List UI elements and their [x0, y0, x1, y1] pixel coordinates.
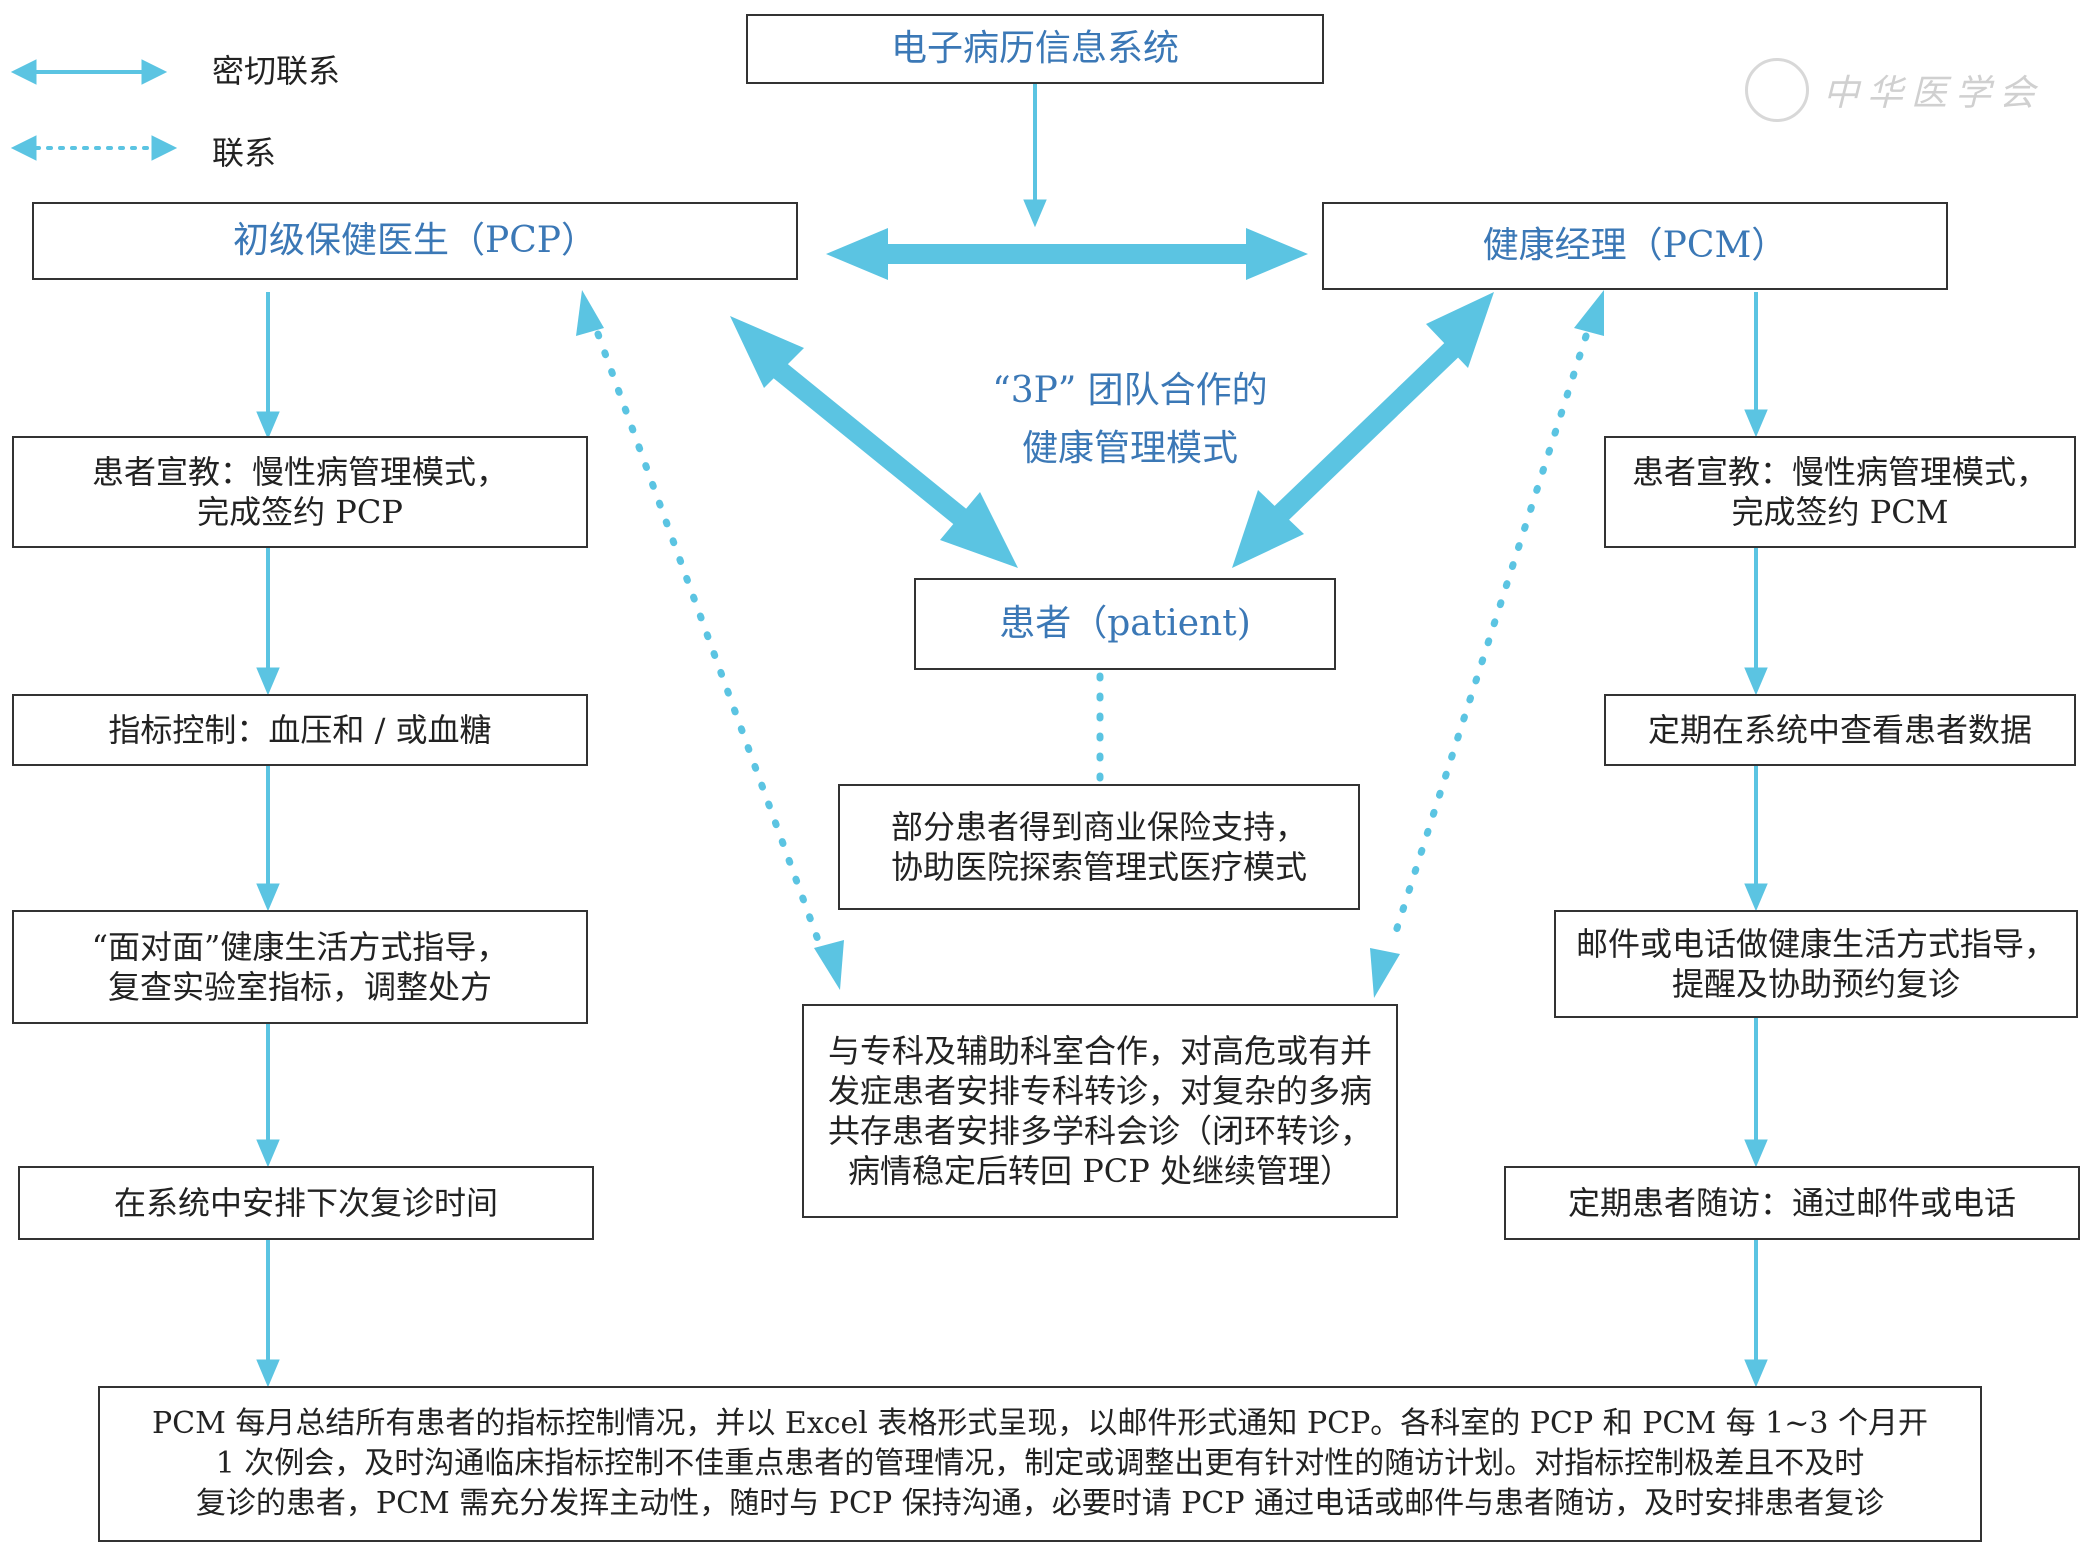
right-flow-arrows [1744, 292, 1768, 1388]
emr-system-box: 电子病历信息系统 [746, 14, 1324, 84]
step-line: 完成签约 PCM [1731, 493, 1949, 531]
step-line: 完成签约 PCP [197, 493, 403, 531]
pcp-specialist-dotted-arrow [576, 290, 844, 990]
step-line: 患者宣教：慢性病管理模式， [1631, 453, 2048, 491]
pcm-box: 健康经理（PCM） [1322, 202, 1948, 290]
watermark-text: 中华医学会 [1823, 73, 2044, 114]
specialist-line: 发症患者安排专科转诊，对复杂的多病 [827, 1072, 1372, 1110]
right-step-followup: 定期患者随访：通过邮件或电话 [1504, 1166, 2080, 1240]
left-flow-arrows [256, 292, 280, 1388]
seal-icon [1745, 58, 1809, 122]
legend-dotted-label: 联系 [212, 134, 277, 172]
summary-line: 1 次例会，及时沟通临床指标控制不佳重点患者的管理情况，制定或调整出更有针对性的… [215, 1446, 1865, 1481]
step-line: 邮件或电话做健康生活方式指导， [1575, 925, 2056, 963]
left-step-education: 患者宣教：慢性病管理模式， 完成签约 PCP [12, 436, 588, 548]
step-line: 患者宣教：慢性病管理模式， [91, 453, 508, 491]
patient-label: 患者（patient) [999, 603, 1251, 644]
model-title-line2: 健康管理模式 [1021, 428, 1238, 469]
watermark: 中华医学会 [1745, 58, 2043, 122]
specialist-line: 共存患者安排多学科会诊（闭环转诊， [827, 1112, 1372, 1150]
pcm-title: 健康经理（PCM） [1482, 225, 1788, 266]
left-step-control: 指标控制：血压和 / 或血糖 [12, 694, 588, 766]
summary-line: 复诊的患者，PCM 需充分发挥主动性，随时与 PCP 保持沟通，必要时请 PCP… [195, 1486, 1885, 1521]
summary-box: PCM 每月总结所有患者的指标控制情况，并以 Excel 表格形式呈现，以邮件形… [98, 1386, 1982, 1542]
step-line: 复查实验室指标，调整处方 [107, 968, 492, 1006]
emr-system-label: 电子病历信息系统 [890, 28, 1179, 69]
pcp-box: 初级保健医生（PCP） [32, 202, 798, 280]
step-line: 定期患者随访：通过邮件或电话 [1567, 1184, 2016, 1222]
pcm-specialist-dotted-arrow [1370, 290, 1604, 998]
insurance-line: 协助医院探索管理式医疗模式 [890, 848, 1307, 886]
left-step-guidance: “面对面”健康生活方式指导， 复查实验室指标，调整处方 [12, 910, 588, 1024]
step-line: 在系统中安排下次复诊时间 [113, 1184, 498, 1222]
pcp-title: 初级保健医生（PCP） [233, 220, 597, 261]
insurance-line: 部分患者得到商业保险支持， [890, 808, 1307, 846]
model-title-line1: “3P” 团队合作的 [992, 370, 1268, 411]
right-step-education: 患者宣教：慢性病管理模式， 完成签约 PCM [1604, 436, 2076, 548]
pcm-patient-double-arrow [1232, 292, 1494, 568]
step-line: 定期在系统中查看患者数据 [1647, 711, 2032, 749]
step-line: 提醒及协助预约复诊 [1671, 965, 1960, 1003]
legend-solid-label: 密切联系 [212, 52, 341, 90]
left-step-schedule: 在系统中安排下次复诊时间 [18, 1166, 594, 1240]
insurance-box: 部分患者得到商业保险支持， 协助医院探索管理式医疗模式 [838, 784, 1360, 910]
step-line: “面对面”健康生活方式指导， [91, 928, 509, 966]
summary-line: PCM 每月总结所有患者的指标控制情况，并以 Excel 表格形式呈现，以邮件形… [151, 1406, 1928, 1441]
emr-arrow [1023, 84, 1047, 228]
legend-dotted-arrow [10, 135, 178, 161]
patient-box: 患者（patient) [914, 578, 1336, 670]
legend-solid-arrow [10, 59, 168, 85]
right-step-data-review: 定期在系统中查看患者数据 [1604, 694, 2076, 766]
specialist-line: 病情稳定后转回 PCP 处继续管理） [848, 1152, 1352, 1190]
step-line: 指标控制：血压和 / 或血糖 [108, 711, 492, 749]
specialist-box: 与专科及辅助科室合作，对高危或有并 发症患者安排专科转诊，对复杂的多病 共存患者… [802, 1004, 1398, 1218]
model-title: “3P” 团队合作的 健康管理模式 [900, 362, 1360, 478]
pcp-pcm-double-arrow [826, 228, 1308, 280]
right-step-guidance: 邮件或电话做健康生活方式指导， 提醒及协助预约复诊 [1554, 910, 2078, 1018]
pcp-patient-double-arrow [730, 316, 1018, 568]
specialist-line: 与专科及辅助科室合作，对高危或有并 [827, 1032, 1372, 1070]
